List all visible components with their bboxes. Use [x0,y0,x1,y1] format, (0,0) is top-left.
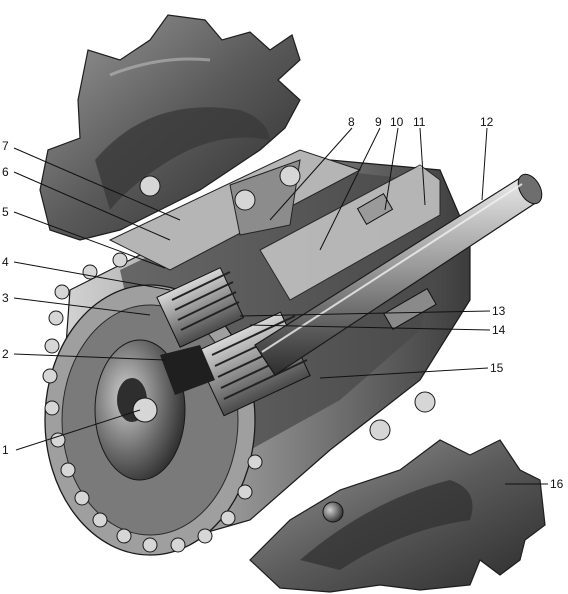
callout-16: 16 [550,477,564,491]
flange-bolts [42,165,436,553]
callout-4: 4 [2,255,9,269]
callout-11: 11 [413,115,426,129]
callout-10: 10 [390,115,404,129]
shaft-sleeve [259,164,441,330]
lower-sprocket [249,439,546,593]
callout-13: 13 [492,304,506,318]
callout-2: 2 [2,347,9,361]
callout-5: 5 [2,205,9,219]
output-shaft [254,173,543,376]
callout-14: 14 [492,323,506,337]
callout-8: 8 [348,115,355,129]
callout-12: 12 [480,115,494,129]
callout-9: 9 [375,115,382,129]
callout-7: 7 [2,139,9,153]
leader-lines [13,127,548,485]
upper-sprocket [39,14,301,241]
callout-6: 6 [2,165,9,179]
callout-1: 1 [2,443,9,457]
callout-15: 15 [490,361,504,375]
callout-3: 3 [2,291,9,305]
callout-labels: 1 2 3 4 5 6 7 8 9 10 11 12 13 14 15 16 [2,115,564,491]
